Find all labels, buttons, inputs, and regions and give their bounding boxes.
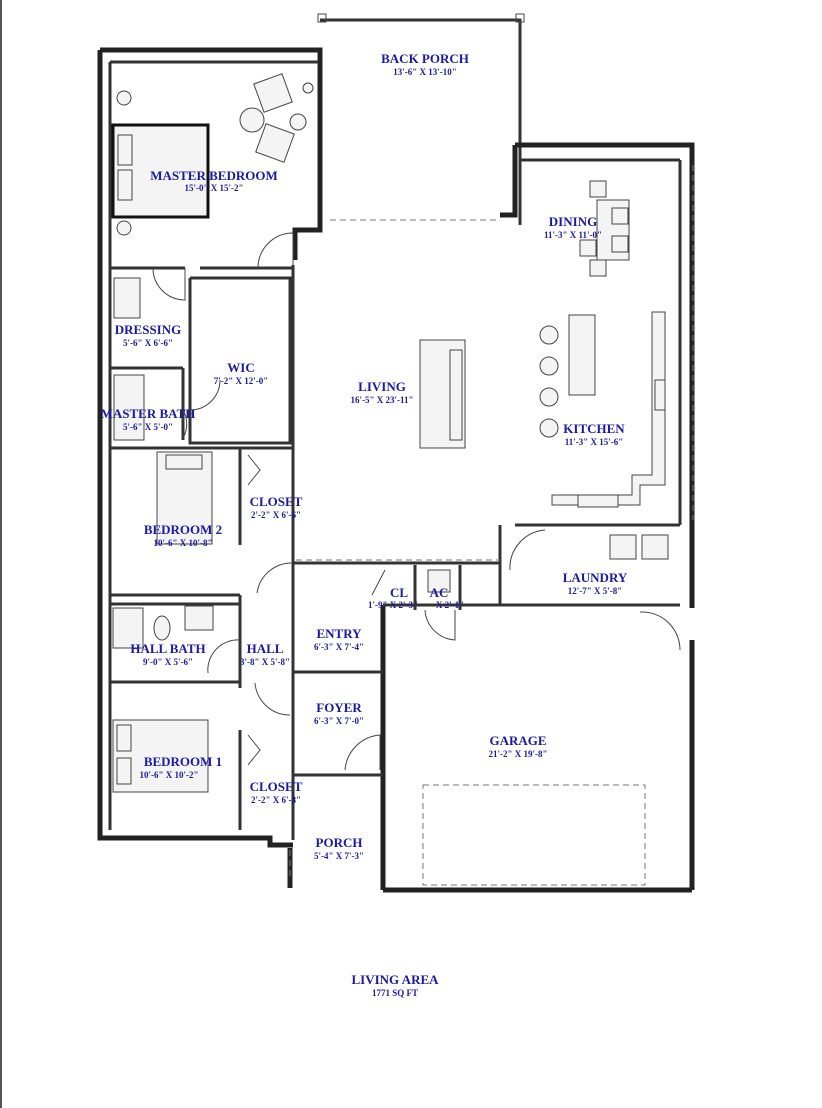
dining-label: DINING	[549, 214, 597, 229]
bedroom-1-label: BEDROOM 1	[144, 754, 222, 769]
garage-dim: 21'-2" X 19'-8"	[489, 749, 548, 759]
ac-dim: X 2'-1"	[436, 600, 464, 610]
dressing-label: DRESSING	[115, 322, 181, 337]
master-bath-label: MASTER BATH	[101, 406, 196, 421]
back-porch-label: BACK PORCH	[381, 51, 469, 66]
bedroom-1-dim: 10'-6" X 10'-2"	[140, 770, 199, 780]
foyer-label: FOYER	[316, 700, 362, 715]
laundry-dim: 12'-7" X 5'-8"	[568, 586, 623, 596]
entry-label: ENTRY	[316, 626, 362, 641]
room-labels: BACK PORCH 13'-6" X 13'-10" MASTER BEDRO…	[101, 51, 628, 998]
hall-bath-label: HALL BATH	[130, 641, 205, 656]
closet-1-dim: 2'-2" X 6'-8"	[251, 795, 301, 805]
foyer-dim: 6'-3" X 7'-0"	[314, 716, 364, 726]
bedroom-2-dim: 10'-6" X 10'-8"	[154, 538, 213, 548]
hall-dim: 3'-8" X 5'-8"	[240, 657, 290, 667]
wic-label: WIC	[227, 360, 254, 375]
interior-walls	[108, 60, 682, 840]
entry-dim: 6'-3" X 7'-4"	[314, 642, 364, 652]
closet-1-label: CLOSET	[250, 779, 303, 794]
porch-dim: 5'-4" X 7'-3"	[314, 851, 364, 861]
kitchen-dim: 11'-3" X 15'-6"	[565, 437, 624, 447]
kitchen-island	[568, 314, 596, 396]
doors	[152, 232, 681, 771]
master-bath-dim: 5'-6" X 5'-0"	[123, 422, 173, 432]
master-bedroom-label: MASTER BEDROOM	[150, 168, 277, 183]
hall-label: HALL	[247, 641, 284, 656]
kitchen-label: KITCHEN	[563, 421, 625, 436]
dressing-dim: 5'-6" X 6'-6"	[123, 338, 173, 348]
dining-dim: 11'-3" X 11'-0"	[544, 230, 602, 240]
furniture	[111, 73, 669, 793]
cl-dim: 1'-9" X 2'-3"	[368, 600, 418, 610]
cl-label: CL	[390, 585, 408, 600]
dashed-lines	[289, 165, 694, 886]
living-dim: 16'-5" X 23'-11"	[351, 395, 414, 405]
closet-2-label: CLOSET	[250, 494, 303, 509]
garage-label: GARAGE	[489, 733, 546, 748]
porch-label: PORCH	[316, 835, 363, 850]
master-bedroom-dim: 15'-0" X 15'-2"	[185, 183, 244, 193]
wic-dim: 7'-2" X 12'-0"	[214, 376, 269, 386]
back-porch-dim: 13'-6" X 13'-10"	[393, 67, 457, 77]
armchair	[253, 73, 293, 113]
living-area-label: LIVING AREA	[351, 972, 439, 987]
closet-2-dim: 2'-2" X 6'-6"	[251, 510, 301, 520]
ac-label: AC	[430, 585, 449, 600]
hall-bath-dim: 9'-0" X 5'-6"	[143, 657, 193, 667]
living-area-value: 1771 SQ FT	[372, 988, 418, 998]
laundry-label: LAUNDRY	[563, 570, 628, 585]
bedroom-2-label: BEDROOM 2	[144, 522, 222, 537]
living-label: LIVING	[358, 379, 406, 394]
